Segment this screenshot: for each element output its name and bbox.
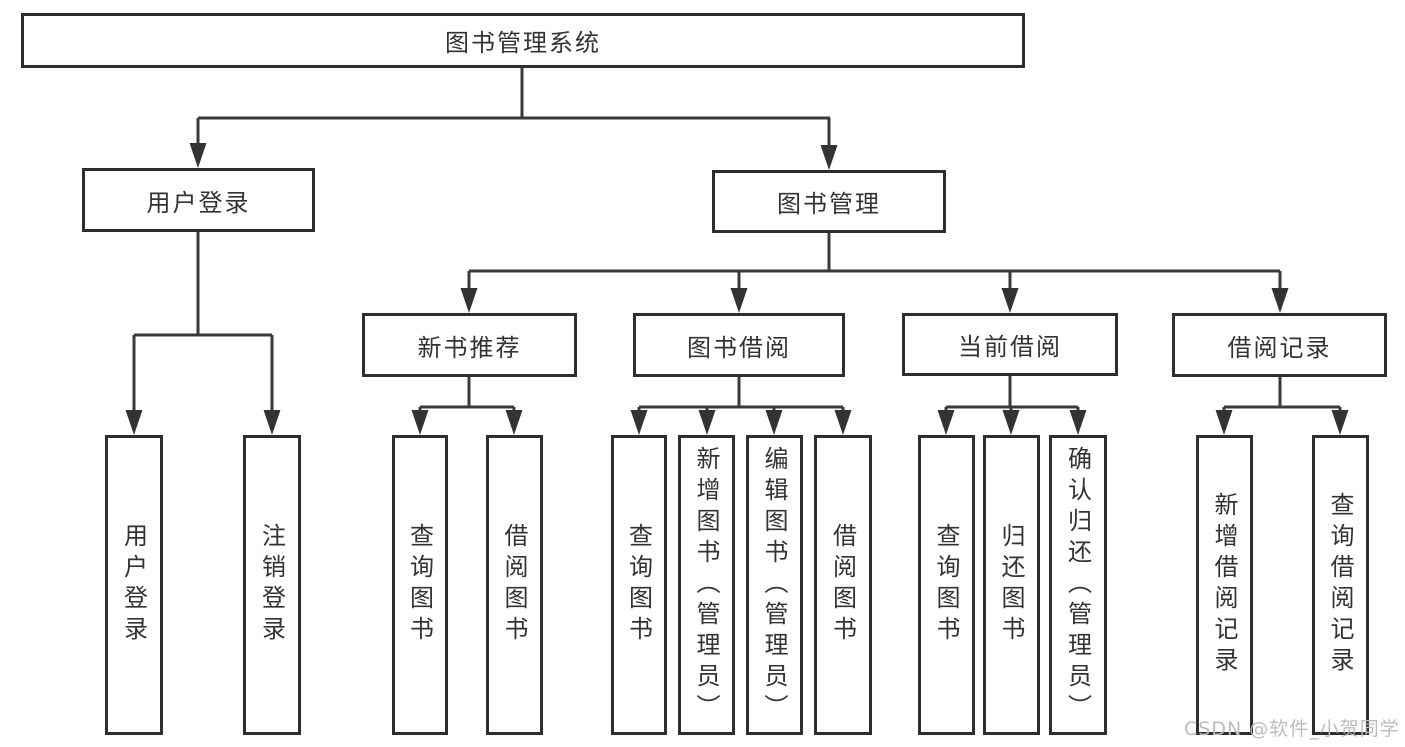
node-add-borrow-record: 新增借阅记录 <box>1196 435 1253 735</box>
node-borrow-book-1: 借阅图书 <box>486 435 543 735</box>
node-label: 新书推荐 <box>417 333 522 362</box>
node-label: 用户登录 <box>119 523 148 647</box>
node-label: 借阅记录 <box>1227 333 1332 362</box>
arrowhead-icon <box>1215 410 1233 435</box>
node-label: 新增图书（管理员） <box>692 445 720 725</box>
arrowhead-icon <box>411 410 429 435</box>
node-borrow-record: 借阅记录 <box>1172 313 1387 377</box>
node-borrow-book-2: 借阅图书 <box>814 435 872 735</box>
node-label: 归还图书 <box>997 523 1025 647</box>
node-return-book: 归还图书 <box>983 435 1040 735</box>
arrowhead-icon <box>1271 288 1289 313</box>
node-book-borrow: 图书借阅 <box>633 313 845 377</box>
arrowhead-icon <box>630 410 648 435</box>
node-label: 用户登录 <box>146 188 251 217</box>
node-book-mgmt: 图书管理 <box>712 170 946 233</box>
node-query-book-2: 查询图书 <box>611 435 667 735</box>
node-label: 图书借阅 <box>687 333 791 362</box>
node-user-login-group: 用户登录 <box>82 168 315 232</box>
node-label: 查询图书 <box>932 523 960 647</box>
arrowhead-icon <box>730 288 748 313</box>
node-query-book-3: 查询图书 <box>918 435 975 735</box>
arrowhead-icon <box>820 145 838 170</box>
node-add-book-admin: 新增图书（管理员） <box>678 435 735 735</box>
arrowhead-icon <box>189 143 207 168</box>
arrowhead-icon <box>460 288 478 313</box>
arrowhead-icon <box>1069 410 1087 435</box>
arrowhead-icon <box>505 410 523 435</box>
node-label: 借阅图书 <box>828 523 857 647</box>
node-system: 图书管理系统 <box>21 13 1025 68</box>
node-user-login: 用户登录 <box>105 435 163 735</box>
node-label: 编辑图书（管理员） <box>760 445 788 725</box>
node-label: 查询图书 <box>405 523 434 647</box>
node-label: 新增借阅记录 <box>1210 492 1238 678</box>
arrowhead-icon <box>765 410 783 435</box>
arrowhead-icon <box>834 410 852 435</box>
node-query-book-1: 查询图书 <box>392 435 448 735</box>
node-logout: 注销登录 <box>243 435 301 735</box>
arrowhead-icon <box>1331 410 1349 435</box>
node-label: 当前借阅 <box>958 333 1062 361</box>
arrowhead-icon <box>125 410 143 435</box>
node-query-borrow-record: 查询借阅记录 <box>1312 435 1369 735</box>
node-current-borrow: 当前借阅 <box>902 313 1118 376</box>
arrowhead-icon <box>1002 410 1020 435</box>
node-label: 查询借阅记录 <box>1326 492 1354 678</box>
arrowhead-icon <box>698 410 716 435</box>
arrowhead-icon <box>263 410 281 435</box>
watermark: CSDN @软件_小贺同学 <box>1184 718 1400 740</box>
node-label: 确认归还（管理员） <box>1063 445 1092 725</box>
node-confirm-return-admin: 确认归还（管理员） <box>1049 435 1107 735</box>
node-label: 图书管理 <box>777 190 881 218</box>
node-label: 注销登录 <box>257 523 286 647</box>
arrowhead-icon <box>1001 288 1019 313</box>
node-label: 借阅图书 <box>500 523 528 647</box>
node-label: 查询图书 <box>624 523 653 647</box>
node-edit-book-admin: 编辑图书（管理员） <box>746 435 803 735</box>
arrowhead-icon <box>937 410 955 435</box>
node-label: 图书管理系统 <box>445 29 601 57</box>
node-new-book-rec: 新书推荐 <box>362 313 577 377</box>
